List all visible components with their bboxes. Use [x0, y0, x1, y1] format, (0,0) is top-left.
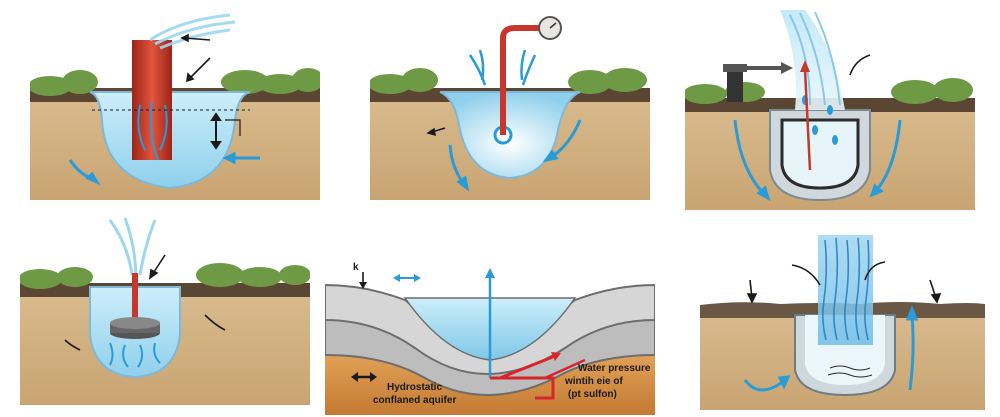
water-arrow [743, 304, 919, 392]
water-arrow [733, 119, 902, 202]
hydrostatic-label-2: conflaned aquifer [373, 395, 456, 406]
water-arrow [68, 151, 260, 186]
red-arrow [803, 69, 812, 171]
level-marker-icon [210, 112, 241, 150]
arrow-icon [64, 254, 226, 351]
water-pressure-label-2: wintih eie of [564, 376, 623, 387]
arrow-icon [351, 272, 421, 382]
red-pipe-icon [500, 25, 540, 135]
arrow-icon [426, 127, 446, 137]
grass-icon [370, 68, 647, 94]
water-arrow [448, 119, 582, 192]
grass-icon [30, 68, 320, 96]
pipe-icon [132, 273, 138, 328]
pump-icon [723, 62, 793, 102]
grass-icon [20, 263, 310, 289]
bottom-center-cross-section: k Water pressure wintih eie of (pt sulfo… [325, 260, 655, 415]
water-spray-icon [780, 10, 845, 110]
top-left-scene [30, 10, 320, 200]
water-spray-icon [108, 217, 157, 276]
arrow-icon [849, 54, 871, 76]
disc-icon [110, 317, 160, 339]
bottom-left-scene [20, 215, 310, 405]
water-pressure-label-1: Water pressure [578, 363, 651, 374]
arrow-icon [746, 261, 942, 304]
flow-lines [109, 342, 161, 368]
water-spray-icon [149, 13, 236, 50]
k-label: k [353, 262, 359, 273]
gauge-icon [538, 16, 562, 40]
water-pressure-label-3: (pt sulfon) [568, 389, 617, 400]
water-spray-icon [468, 49, 537, 86]
flow-lines [137, 101, 168, 161]
well-inner [780, 118, 860, 190]
hydrostatic-label-1: Hydrostatic [387, 382, 442, 393]
arrow-icon [180, 33, 211, 83]
top-center-scene [370, 10, 650, 200]
top-right-scene [685, 10, 975, 210]
bottom-right-scene [700, 230, 985, 410]
grass-icon [685, 78, 973, 104]
